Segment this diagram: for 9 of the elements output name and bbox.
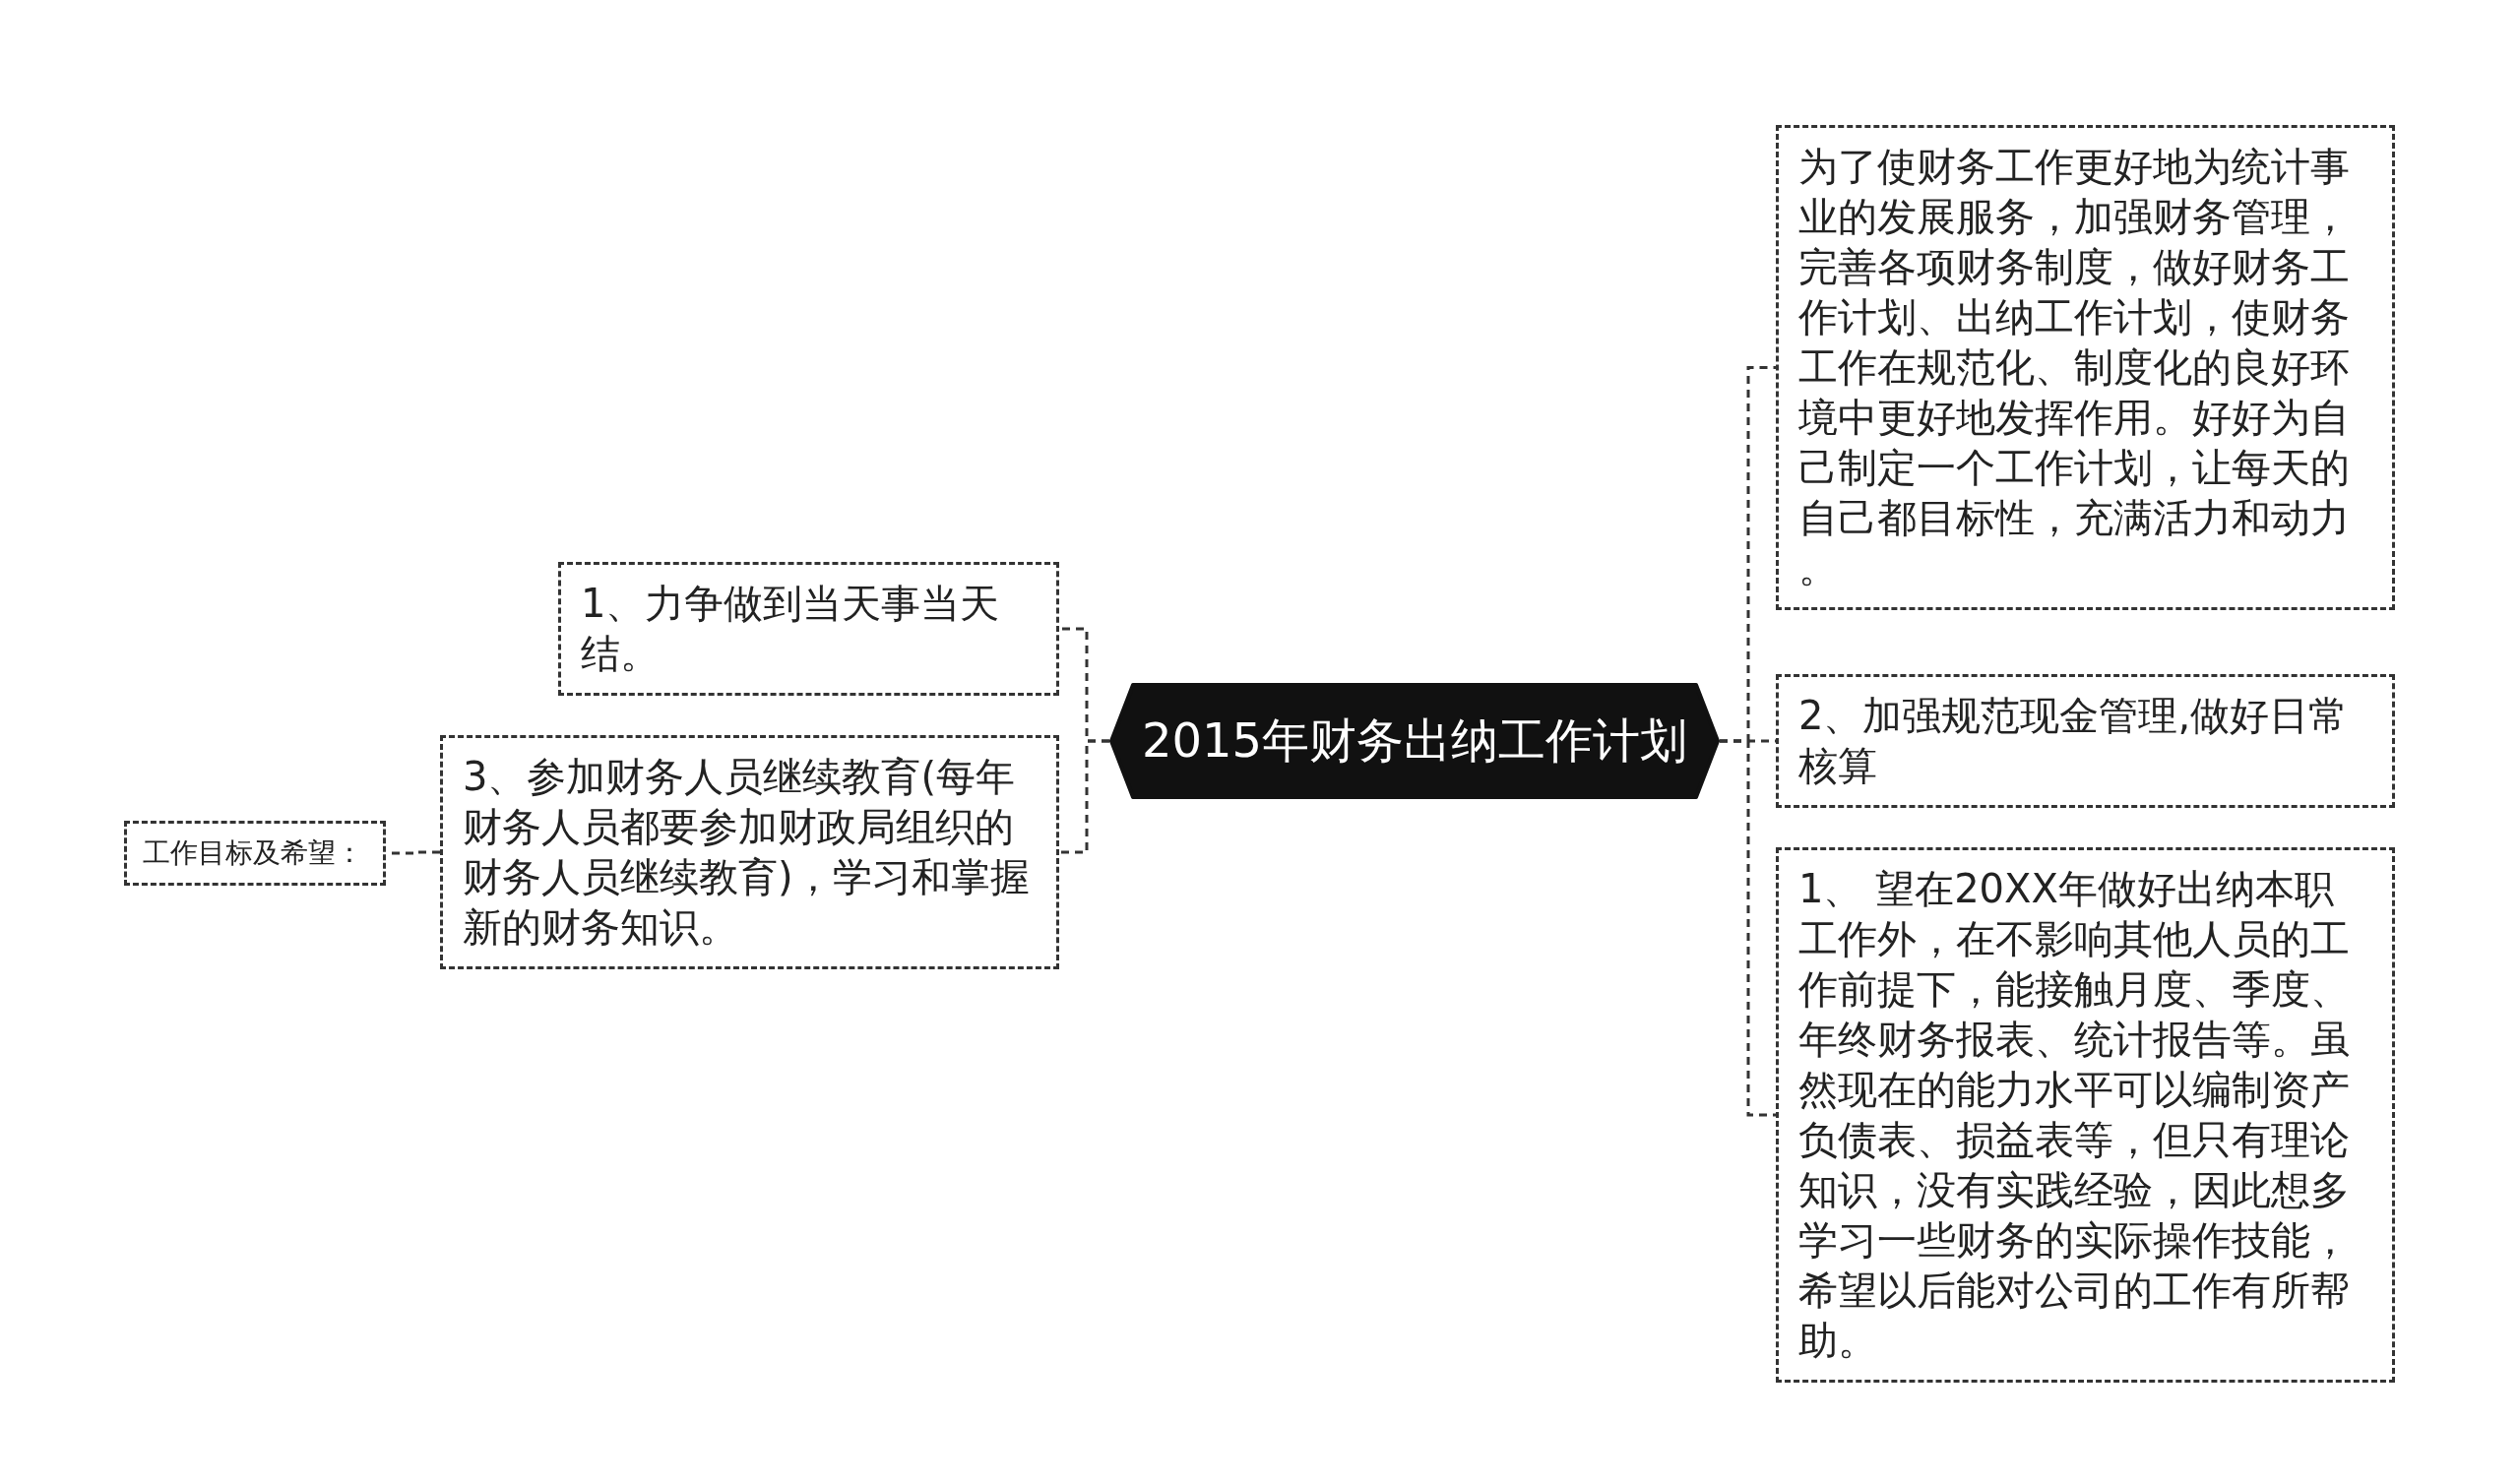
text-box: 为了使财务工作更好地为统计事业的发展服务，加强财务管理，完善各项财务制度，做好财务工作计划、出纳工作计划，使财务工作在规范化、制度化的良好环境中更好地发挥作用。好好为自己制定一个工作计划，让每天的自己都目标性，充满活力和动力。 [1776,124,2395,610]
text-box: 2、加强规范现金管理,做好日常核算 [1776,674,2395,808]
text-box: 1、力争做到当天事当天结。 [558,562,1059,696]
text-box: 1、 望在20XX年做好出纳本职工作外，在不影响其他人员的工作前提下，能接触月度、季度、年终财务报表、统计报告等。虽然现在的能力水平可以编制资产负债表、损益表等，但只有理论知识，没有实践经验，因此想多学习一些财务的实际操作技能，希望以后能对公司的工作有所帮助。 [1776,847,2395,1383]
title-box: 2015年财务出纳工作计划 [1109,683,1720,799]
text-box: 工作目标及希望： [124,821,386,886]
connector-line [1059,739,1109,854]
connector-line [1720,739,1776,1117]
text-box: 3、参加财务人员继续教育(每年财务人员都要参加财政局组织的财务人员继续教育)，学习和掌握新的财务知识。 [440,735,1059,969]
